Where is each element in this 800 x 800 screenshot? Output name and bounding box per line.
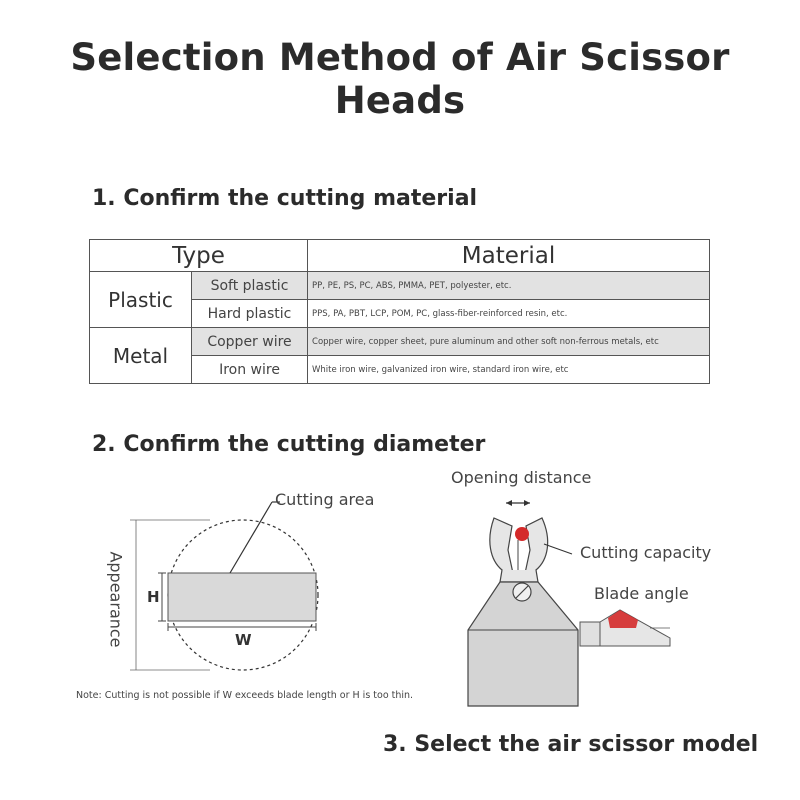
header-material: Material [307, 239, 711, 272]
header-type: Type [88, 239, 309, 272]
page-title: Selection Method of Air Scissor Heads [70, 36, 730, 122]
cutting-capacity-label: Cutting capacity [580, 543, 712, 562]
material-table: Type Material Plastic Soft plastic PP, P… [88, 239, 711, 384]
material-soft-plastic: PP, PE, PS, PC, ABS, PMMA, PET, polyeste… [307, 271, 711, 300]
material-hard-plastic: PPS, PA, PBT, LCP, POM, PC, glass-fiber-… [307, 299, 711, 328]
h-label: H [147, 588, 160, 606]
material-copper-wire: Copper wire, copper sheet, pure aluminum… [307, 327, 711, 356]
cutting-area-diagram [130, 501, 319, 671]
category-metal: Metal [89, 327, 192, 384]
step-1-heading: 1. Confirm the cutting material [92, 186, 478, 211]
step-2-heading: 2. Confirm the cutting diameter [92, 432, 486, 457]
w-label: W [235, 631, 252, 649]
cutting-area-label: Cutting area [275, 490, 375, 509]
material-iron-wire: White iron wire, galvanized iron wire, s… [307, 355, 711, 384]
opening-distance-label: Opening distance [451, 468, 592, 487]
step-3-heading: 3. Select the air scissor model [383, 732, 759, 757]
category-plastic: Plastic [89, 271, 192, 328]
scissor-head-diagram [467, 500, 671, 707]
note-text: Note: Cutting is not possible if W excee… [76, 690, 414, 701]
blade-angle-label: Blade angle [594, 584, 689, 603]
subtype-hard-plastic: Hard plastic [190, 299, 309, 328]
appearance-label: Appearance [106, 551, 126, 648]
subtype-copper-wire: Copper wire [190, 327, 309, 356]
subtype-soft-plastic: Soft plastic [190, 271, 309, 300]
subtype-iron-wire: Iron wire [190, 355, 309, 384]
